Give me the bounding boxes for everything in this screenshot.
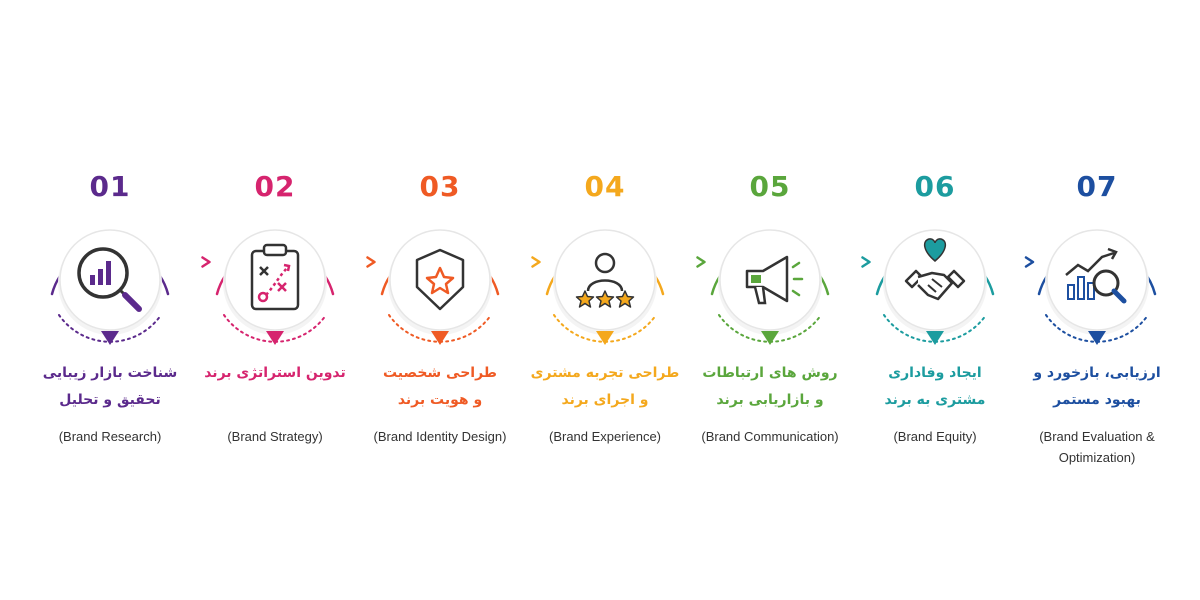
step-ring (875, 229, 995, 345)
step-title-fa-line: بهبود مستمر (1053, 392, 1141, 408)
connector-arrow (355, 256, 376, 268)
step-title-en: (Brand Experience) (515, 426, 695, 447)
step-title-fa-line: روش های ارتباطات (702, 365, 838, 381)
step-number: 01 (89, 170, 131, 203)
step-title-en-line: Optimization) (1058, 450, 1136, 465)
step-title-fa-line: ایجاد وفاداری (888, 365, 982, 381)
process-step-01: 01 شناخت بازار زیبایی تحقیق و تحلیل (Brand … (35, 160, 185, 480)
process-step-06: 06 ایجاد وفاداری مشتری به برند (Brand Equit… (860, 160, 1010, 480)
step-title-en-line: (Brand Experience) (549, 429, 661, 444)
step-title-fa-line: شناخت بازار زیبایی (42, 365, 178, 381)
step-title-fa-line: تدوین استراتژی برند (204, 365, 346, 381)
step-title-fa-line: طراحی تجربه مشتری (530, 365, 680, 381)
step-title-en-line: (Brand Identity Design) (373, 429, 507, 444)
step-ring (545, 229, 665, 345)
step-title-en: (Brand Equity) (845, 426, 1025, 447)
step-title-en: (Brand Identity Design) (350, 426, 530, 447)
process-step-03: 03 طراحی شخصیت و هویت برند (Brand Identity … (365, 160, 515, 480)
step-title-en: (Brand Strategy) (185, 426, 365, 447)
step-ring (380, 229, 500, 345)
process-step-02: 02 تدوین استراتژی برند (Brand Strategy) (200, 160, 350, 480)
step-title-fa: ایجاد وفاداری مشتری به برند (855, 360, 1015, 414)
step-ring (710, 229, 830, 345)
step-number: 05 (749, 170, 791, 203)
growth-chart-magnifier-icon (1065, 247, 1127, 304)
step-title-fa: روش های ارتباطات و بازاریابی برند (690, 360, 850, 414)
step-title-fa-line: مشتری به برند (884, 392, 986, 408)
step-title-en: (Brand Communication) (680, 426, 860, 447)
connector-arrow (685, 256, 706, 268)
step-number: 06 (914, 170, 956, 203)
step-title-en-line: (Brand Strategy) (227, 429, 323, 444)
step-title-fa-line: طراحی شخصیت (382, 365, 497, 381)
step-title-fa-line: ارزیابی، بازخورد و (1033, 365, 1161, 381)
step-title-fa: طراحی شخصیت و هویت برند (360, 360, 520, 414)
step-ring (215, 229, 335, 345)
handshake-heart-icon (904, 238, 966, 301)
shield-star-icon (415, 248, 465, 311)
connector-arrow (190, 256, 211, 268)
step-title-fa: تدوین استراتژی برند (195, 360, 355, 387)
step-number: 04 (584, 170, 626, 203)
process-step-04: 04 طراحی تجربه مشتری و اجرای برند (Brand Ex… (530, 160, 680, 480)
connector-arrow (520, 256, 541, 268)
step-ring (50, 229, 170, 345)
magnifier-chart-icon (77, 247, 142, 312)
step-title-en-line: (Brand Evaluation & (1039, 429, 1155, 444)
megaphone-icon (745, 255, 804, 305)
process-step-05: 05 روش های ارتباطات و بازاریابی برند (Brand… (695, 160, 845, 480)
strategy-clipboard-icon (250, 243, 300, 311)
step-title-fa: ارزیابی، بازخورد و بهبود مستمر (1017, 360, 1177, 414)
step-number: 07 (1076, 170, 1118, 203)
step-title-fa-line: و هویت برند (397, 392, 483, 408)
step-number: 02 (254, 170, 296, 203)
user-stars-icon (575, 252, 635, 308)
step-number: 03 (419, 170, 461, 203)
step-title-en: (Brand Evaluation & Optimization) (1007, 426, 1187, 468)
step-title-fa-line: تحقیق و تحلیل (59, 392, 161, 408)
step-title-fa-line: و بازاریابی برند (716, 392, 824, 408)
step-title-fa: طراحی تجربه مشتری و اجرای برند (525, 360, 685, 414)
step-title-en-line: (Brand Communication) (701, 429, 839, 444)
step-title-fa-line: و اجرای برند (561, 392, 649, 408)
step-title-en: (Brand Research) (20, 426, 200, 447)
connector-arrow (850, 256, 871, 268)
step-title-en-line: (Brand Research) (58, 429, 162, 444)
connector-arrow (1016, 256, 1035, 268)
step-title-en-line: (Brand Equity) (893, 429, 977, 444)
process-step-07: 07 ارزیابی، بازخورد و بهبود مستمر (Brand Ev… (1022, 160, 1172, 480)
step-title-fa: شناخت بازار زیبایی تحقیق و تحلیل (30, 360, 190, 414)
step-ring (1037, 229, 1157, 345)
